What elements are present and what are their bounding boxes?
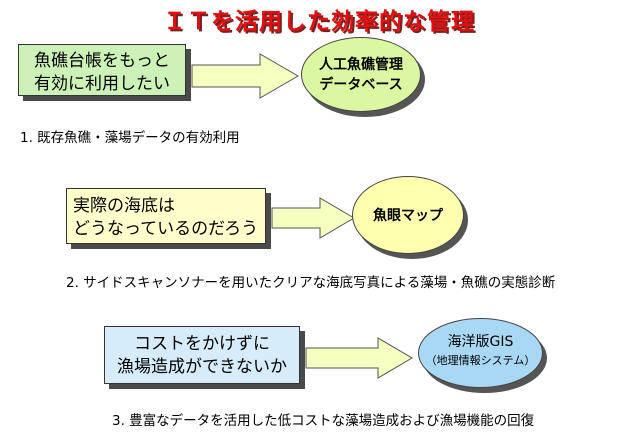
need-text-line: 有効に利用したい [34, 74, 170, 94]
need-text-line: 実際の海底は [73, 196, 175, 216]
target-text-line: 海洋版GIS [447, 334, 514, 350]
page-title: ＩＴを活用した効率的な管理 [163, 9, 475, 35]
target-subtext-line: （地理情報システム） [425, 354, 536, 367]
need-text-line: コストをかけずに [134, 334, 270, 354]
caption-1: 1. 既存魚礁・藻場データの有効利用 [20, 130, 240, 146]
need-box-seafloor: 実際の海底は どうなっているのだろう [66, 188, 266, 244]
need-text-line: どうなっているのだろう [73, 219, 259, 239]
target-text-line: 魚眼マップ [373, 208, 443, 224]
need-text-line: 魚礁台帳をもっと [34, 51, 170, 71]
caption-3: 3. 豊富なデータを活用した低コストな藻場造成および漁場機能の回復 [112, 413, 535, 429]
target-text-line: データベース [319, 77, 403, 93]
caption-2: 2. サイドスキャンソナーを用いたクリアな海底写真による藻場・魚礁の実態診断 [66, 275, 556, 291]
need-box-database: 魚礁台帳をもっと 有効に利用したい [18, 44, 186, 96]
right-arrow-icon [271, 197, 355, 239]
right-arrow-icon [191, 53, 299, 99]
target-ellipse-marine-gis: 海洋版GIS （地理情報システム） [418, 318, 543, 388]
need-text-line: 漁場造成ができないか [117, 357, 287, 377]
target-ellipse-fisheye-map: 魚眼マップ [352, 176, 464, 254]
right-arrow-icon [305, 337, 413, 379]
target-text-line: 人工魚礁管理 [319, 57, 403, 73]
need-box-low-cost: コストをかけずに 漁場造成ができないか [104, 326, 300, 384]
target-ellipse-fish-reef-database: 人工魚礁管理 データベース [301, 37, 421, 112]
